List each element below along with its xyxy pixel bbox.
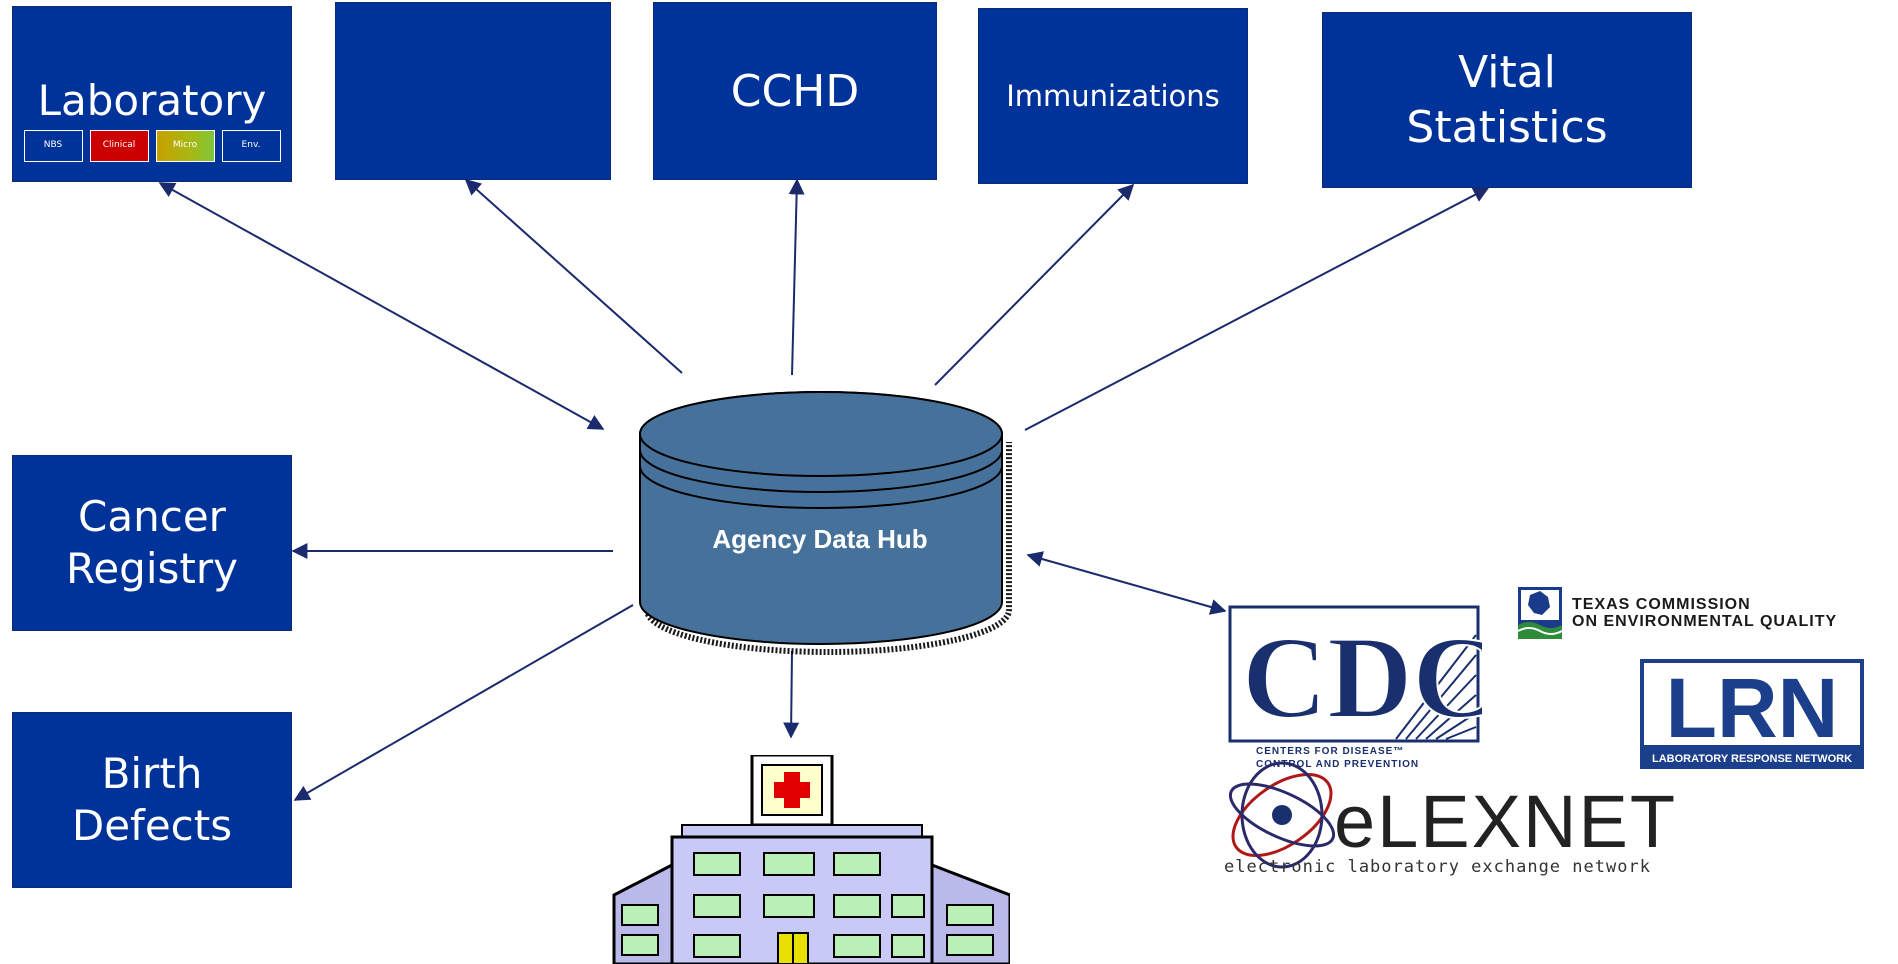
cancer-registry-box: Cancer Registry: [12, 455, 292, 631]
elexnet-wordmark: eLEXNET: [1334, 780, 1677, 863]
cancer-registry-label-line2: Registry: [66, 544, 238, 593]
lrn-wordmark: LRN: [1666, 661, 1839, 755]
immunizations-label: Immunizations: [1006, 78, 1220, 113]
birth-defects-label-line2: Defects: [71, 801, 233, 850]
laboratory-label: Laboratory: [37, 76, 267, 125]
blank-program-box: [335, 2, 611, 180]
birth-defects-label-line1: Birth: [101, 748, 203, 798]
lab-sub-clinical: Clinical: [89, 129, 149, 162]
vital-statistics-label-line1: Vital: [1458, 47, 1556, 98]
lrn-caption: LABORATORY RESPONSE NETWORK: [1652, 753, 1852, 765]
laboratory-box: Laboratory NBS Clinical Micro Env.: [12, 6, 292, 182]
tceq-line1: TEXAS COMMISSION: [1572, 596, 1751, 613]
arrow-hub-partners: [1026, 551, 1227, 615]
arrow-hub-cchd: [788, 178, 805, 376]
lrn-logo: LRN LABORATORY RESPONSE NETWORK: [1640, 659, 1864, 769]
cdc-wordmark: CDC: [1242, 612, 1482, 743]
tceq-logo: [1518, 587, 1562, 639]
tceq-line2: ON ENVIRONMENTAL QUALITY: [1572, 613, 1838, 630]
cancer-registry-label-line1: Cancer: [78, 491, 226, 541]
vital-statistics-box: Vital Statistics: [1322, 12, 1692, 188]
lab-sub-micro: Micro: [155, 129, 215, 162]
hospital-icon: [612, 755, 1010, 964]
arrow-hub-immunizations: [934, 183, 1135, 386]
lab-sub-env: Env.: [221, 129, 281, 162]
cdc-logo: CDC: [1226, 605, 1482, 767]
arrow-hub-birth-defects: [293, 604, 634, 801]
arrow-hub-hospital: [783, 650, 800, 739]
tceq-text: TEXAS COMMISSION ON ENVIRONMENTAL QUALIT…: [1572, 596, 1837, 630]
cchd-box: CCHD: [653, 2, 937, 180]
arrow-hub-blank: [464, 178, 683, 374]
vital-statistics-label-line2: Statistics: [1406, 102, 1608, 153]
hub-label: Agency Data Hub: [712, 524, 928, 554]
cdc-caption-line2: CONTROL AND PREVENTION: [1256, 759, 1420, 770]
cdc-caption-line1: CENTERS FOR DISEASE™: [1256, 746, 1405, 757]
birth-defects-box: Birth Defects: [12, 712, 292, 888]
cdc-caption: CENTERS FOR DISEASE™ CONTROL AND PREVENT…: [1256, 745, 1516, 771]
elexnet-caption: electronic laboratory exchange network: [1224, 857, 1651, 877]
cchd-label: CCHD: [730, 65, 860, 117]
lab-sub-nbs: NBS: [23, 129, 83, 162]
elexnet-logo: eLEXNET: [1228, 761, 1677, 869]
arrow-hub-laboratory: [158, 182, 605, 430]
immunizations-box: Immunizations: [978, 8, 1248, 184]
arrow-hub-vital-statistics: [1024, 187, 1490, 431]
lab-subsections: NBS Clinical Micro Env.: [23, 129, 281, 162]
